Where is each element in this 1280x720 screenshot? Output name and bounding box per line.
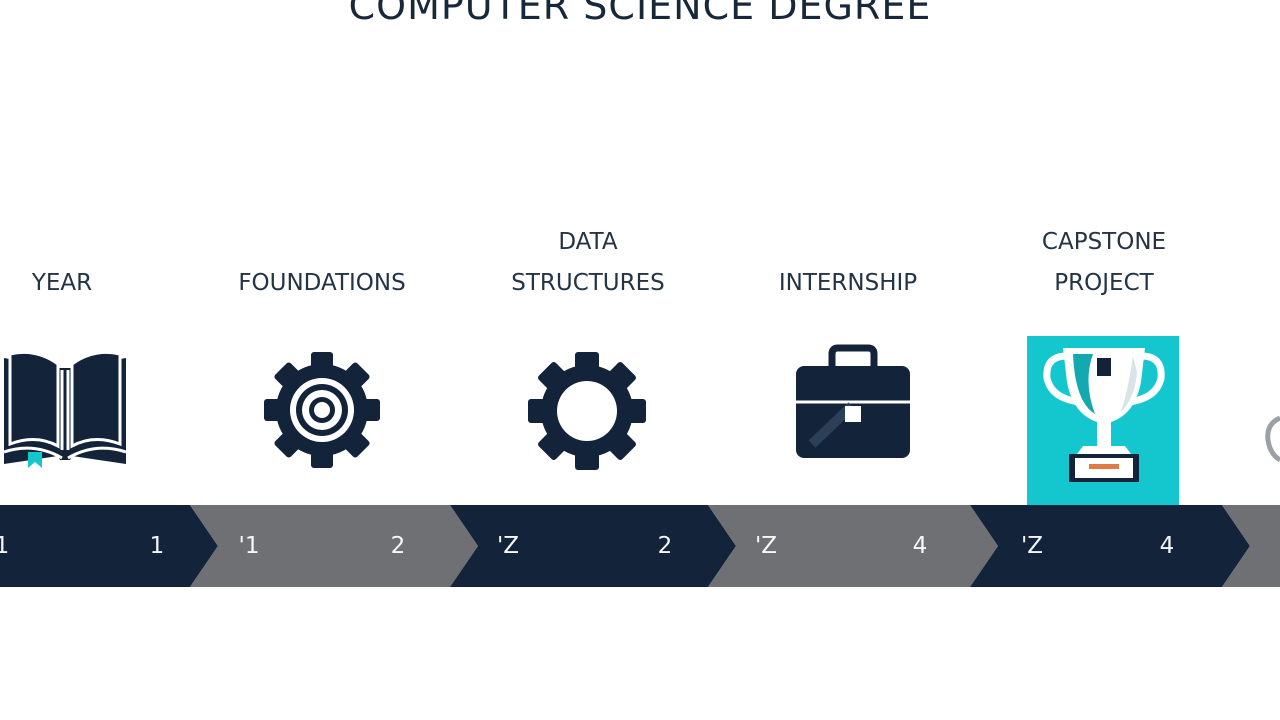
timeline-end-1: 1 (149, 533, 165, 559)
timeline-end-3: 2 (657, 533, 673, 559)
stage-label-foundations: FOUNDATIONS (238, 270, 406, 296)
timeline-start-4: 'Z (754, 533, 778, 559)
briefcase-icon (792, 344, 914, 462)
timeline-start-1: 1 (0, 533, 10, 559)
timeline-segment-6 (1222, 505, 1280, 587)
stage-label-internship: INTERNSHIP (778, 270, 918, 296)
timeline-segment-2 (190, 505, 478, 587)
partial-icon-right (1262, 414, 1280, 464)
timeline-end-5: 4 (1159, 533, 1175, 559)
timeline-segment-4 (708, 505, 998, 587)
open-book-icon (0, 346, 130, 470)
timeline-start-2: '1 (238, 533, 260, 559)
timeline-start-3: 'Z (496, 533, 520, 559)
timeline-end-4: 4 (912, 533, 928, 559)
stage-label-data-line2: STRUCTURES (511, 270, 665, 296)
stage-label-year: YEAR (31, 270, 93, 296)
gear-icon (526, 350, 648, 472)
timeline-band (0, 505, 1280, 587)
stage-label-data-line1: DATA (558, 229, 618, 255)
trophy-icon (1039, 342, 1169, 484)
stage-label-capstone-line1: CAPSTONE (1041, 229, 1167, 255)
gear-target-icon (262, 350, 382, 470)
timeline-segment-3 (450, 505, 736, 587)
timeline-segment-5 (970, 505, 1250, 587)
timeline-start-5: 'Z (1020, 533, 1044, 559)
stage-label-capstone-line2: PROJECT (1054, 270, 1154, 296)
page-title: COMPUTER SCIENCE DEGREE (348, 0, 932, 28)
timeline-segment-1 (0, 505, 218, 587)
timeline-end-2: 2 (390, 533, 406, 559)
